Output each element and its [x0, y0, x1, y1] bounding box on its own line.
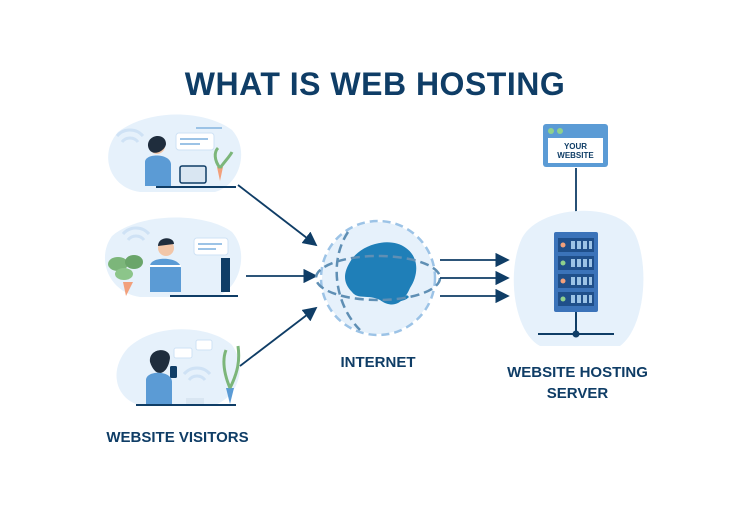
- server-label-line2: SERVER: [546, 385, 609, 402]
- website-hosting-server-label: WEBSITE HOSTING SERVER: [495, 362, 660, 404]
- your-website-text-line1: YOUR: [564, 142, 587, 151]
- server-rack-unit: [558, 292, 594, 306]
- server-icon: [513, 210, 644, 346]
- internet-label: INTERNET: [340, 354, 416, 371]
- visitor-desktop-man-illustration: [104, 217, 242, 297]
- server-label-line1: WEBSITE HOSTING: [507, 364, 648, 381]
- server-rack-unit: [558, 274, 594, 288]
- arrow-visitor1-to-internet: [237, 184, 318, 247]
- page-title: WHAT IS WEB HOSTING: [184, 66, 566, 102]
- visitor-laptop-woman-illustration: [108, 114, 242, 192]
- globe-icon: [314, 219, 442, 337]
- visitor-phone-woman-illustration: [116, 329, 241, 406]
- arrow-visitor3-to-internet: [239, 306, 318, 367]
- website-visitors-label: WEBSITE VISITORS: [106, 429, 249, 446]
- your-website-text-line2: WEBSITE: [557, 151, 594, 160]
- your-website-window: YOUR WEBSITE: [543, 124, 608, 167]
- server-rack-unit: [558, 256, 594, 270]
- server-rack-unit: [558, 238, 594, 252]
